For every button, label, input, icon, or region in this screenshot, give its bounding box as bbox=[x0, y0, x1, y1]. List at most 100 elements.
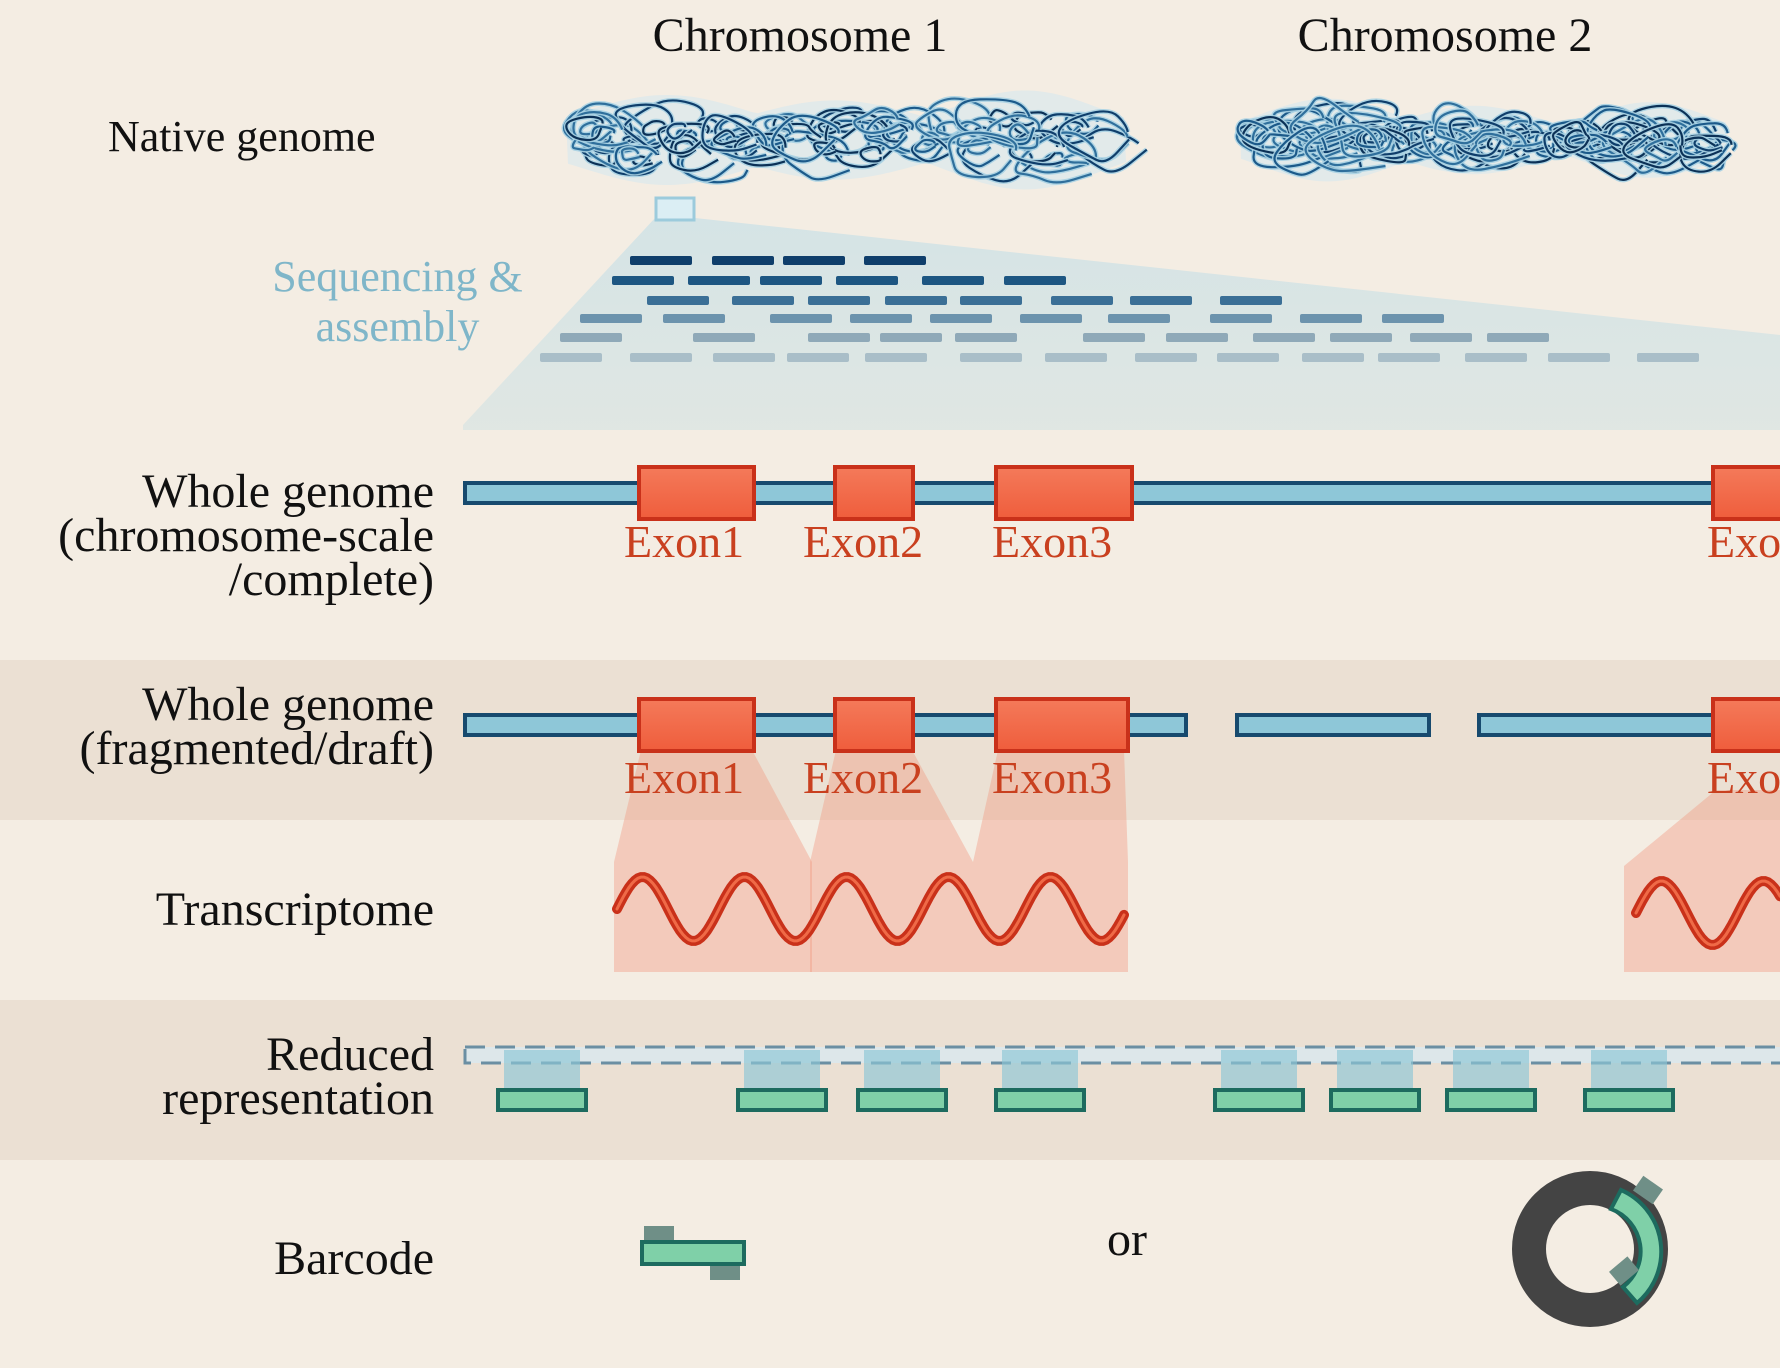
label-whole-genome-complete: Whole genome (chromosome-scale /complete… bbox=[0, 465, 434, 606]
complete-line-2: (chromosome-scale bbox=[58, 509, 434, 562]
reduced-projection-7 bbox=[1591, 1050, 1667, 1090]
chromo2-fiber bbox=[1304, 124, 1386, 173]
chromo1-fiber bbox=[1014, 131, 1098, 184]
complete-exon-4-label: Exon bbox=[1707, 516, 1780, 567]
read-3-4 bbox=[930, 314, 992, 323]
chromo1-fiber bbox=[1008, 129, 1069, 166]
plasmid bbox=[1512, 1171, 1668, 1327]
read-1-5 bbox=[1004, 276, 1066, 285]
read-0-1 bbox=[712, 256, 774, 265]
chromo1-fiber bbox=[579, 121, 600, 136]
plasmid-primer-1 bbox=[1633, 1175, 1663, 1205]
read-5-12 bbox=[1548, 353, 1610, 362]
read-4-7 bbox=[1253, 333, 1315, 342]
reduced-marker-7 bbox=[1583, 1088, 1675, 1112]
read-1-3 bbox=[836, 276, 898, 285]
chromo2-fiber bbox=[1644, 138, 1679, 162]
read-2-5 bbox=[1051, 296, 1113, 305]
reduced-representation-track bbox=[463, 1045, 1780, 1112]
read-0-0 bbox=[630, 256, 692, 265]
plasmid-insert bbox=[1608, 1187, 1664, 1306]
read-5-3 bbox=[787, 353, 849, 362]
read-4-3 bbox=[880, 333, 942, 342]
barcode-primer-bottom bbox=[710, 1262, 740, 1280]
reduced-marker-6 bbox=[1445, 1088, 1537, 1112]
chromo1-fiber bbox=[864, 115, 914, 150]
or-label: or bbox=[1107, 1213, 1147, 1266]
fragment-exon-4 bbox=[1711, 697, 1780, 753]
complete-exon-4 bbox=[1711, 465, 1780, 521]
read-5-10 bbox=[1378, 353, 1440, 362]
chromo2-fiber bbox=[1474, 132, 1512, 162]
read-2-1 bbox=[732, 296, 794, 305]
chromo1-fiber bbox=[914, 138, 937, 153]
read-3-3 bbox=[850, 314, 912, 323]
read-2-2 bbox=[808, 296, 870, 305]
read-0-2 bbox=[783, 256, 845, 265]
chromo2-fiber bbox=[1434, 109, 1482, 145]
fragment-strand-3 bbox=[1477, 713, 1780, 737]
complete-exon-2-label: Exon2 bbox=[803, 516, 924, 567]
complete-exon-1-label: Exon1 bbox=[624, 516, 745, 567]
reduced-line-2: representation bbox=[162, 1072, 434, 1125]
complete-line-1: Whole genome bbox=[142, 465, 434, 518]
chromo1-fiber bbox=[948, 131, 1018, 179]
chromo1-fiber bbox=[1057, 110, 1130, 163]
chromo2-fiber bbox=[1549, 120, 1605, 144]
barcode-primer-top bbox=[644, 1226, 674, 1244]
chromo1-fiber bbox=[867, 137, 885, 151]
read-3-2 bbox=[770, 314, 832, 323]
read-5-5 bbox=[960, 353, 1022, 362]
reduced-marker-0 bbox=[496, 1088, 588, 1112]
read-0-3 bbox=[864, 256, 926, 265]
reduced-marker-5 bbox=[1329, 1088, 1421, 1112]
chromo1-fiber bbox=[954, 98, 1035, 146]
read-1-4 bbox=[922, 276, 984, 285]
fragment-exon-4-label: Exon bbox=[1707, 752, 1780, 803]
projection-exon-1 bbox=[614, 750, 812, 972]
chromo2-fiber bbox=[1453, 128, 1531, 171]
complete-exon-1 bbox=[637, 465, 756, 521]
read-4-8 bbox=[1330, 333, 1392, 342]
reduced-marker-2 bbox=[856, 1088, 948, 1112]
read-3-5 bbox=[1020, 314, 1082, 323]
read-4-2 bbox=[808, 333, 870, 342]
reduced-marker-3 bbox=[994, 1088, 1086, 1112]
read-1-0 bbox=[612, 276, 674, 285]
read-5-11 bbox=[1465, 353, 1527, 362]
chromo2-fiber bbox=[1236, 119, 1271, 146]
read-2-7 bbox=[1220, 296, 1282, 305]
reduced-projection-2 bbox=[864, 1050, 940, 1090]
read-5-1 bbox=[630, 353, 692, 362]
reduced-markers bbox=[496, 1050, 1675, 1112]
read-4-6 bbox=[1166, 333, 1228, 342]
transcript-wave-1-highlight bbox=[615, 875, 1126, 943]
reduced-projection-1 bbox=[744, 1050, 820, 1090]
chromo2-fiber bbox=[1273, 126, 1330, 176]
plasmid-primer-2 bbox=[1609, 1256, 1639, 1286]
complete-exon-2 bbox=[833, 465, 915, 521]
complete-line-3: /complete) bbox=[228, 553, 434, 606]
projection-exon-2 bbox=[810, 750, 973, 972]
chromo2-fiber bbox=[1355, 128, 1385, 149]
chromo1-fiber bbox=[986, 114, 1041, 150]
chromo1-fiber bbox=[910, 137, 953, 163]
projection-exon-3 bbox=[973, 750, 1128, 972]
chromo1-fiber bbox=[853, 106, 900, 135]
chromo2-fiber bbox=[1358, 126, 1411, 164]
sequencing-line-2: assembly bbox=[315, 302, 480, 351]
chromo1-fiber bbox=[572, 111, 628, 147]
sequencing-line-1: Sequencing & bbox=[272, 252, 523, 301]
label-reduced-representation: Reduced representation bbox=[0, 1031, 434, 1125]
chromosome-2-title: Chromosome 2 bbox=[1297, 9, 1593, 62]
chromo2-fiber bbox=[1543, 131, 1575, 159]
read-2-3 bbox=[885, 296, 947, 305]
chromo1-fiber bbox=[713, 129, 737, 146]
sequencing-fan bbox=[463, 218, 1780, 430]
label-barcode: Barcode bbox=[274, 1232, 434, 1285]
barcode-fragment bbox=[640, 1226, 746, 1280]
zoom-window bbox=[654, 196, 696, 222]
complete-exon-3 bbox=[994, 465, 1134, 521]
chromo1-fiber bbox=[657, 122, 710, 155]
reduced-projection-5 bbox=[1337, 1050, 1413, 1090]
